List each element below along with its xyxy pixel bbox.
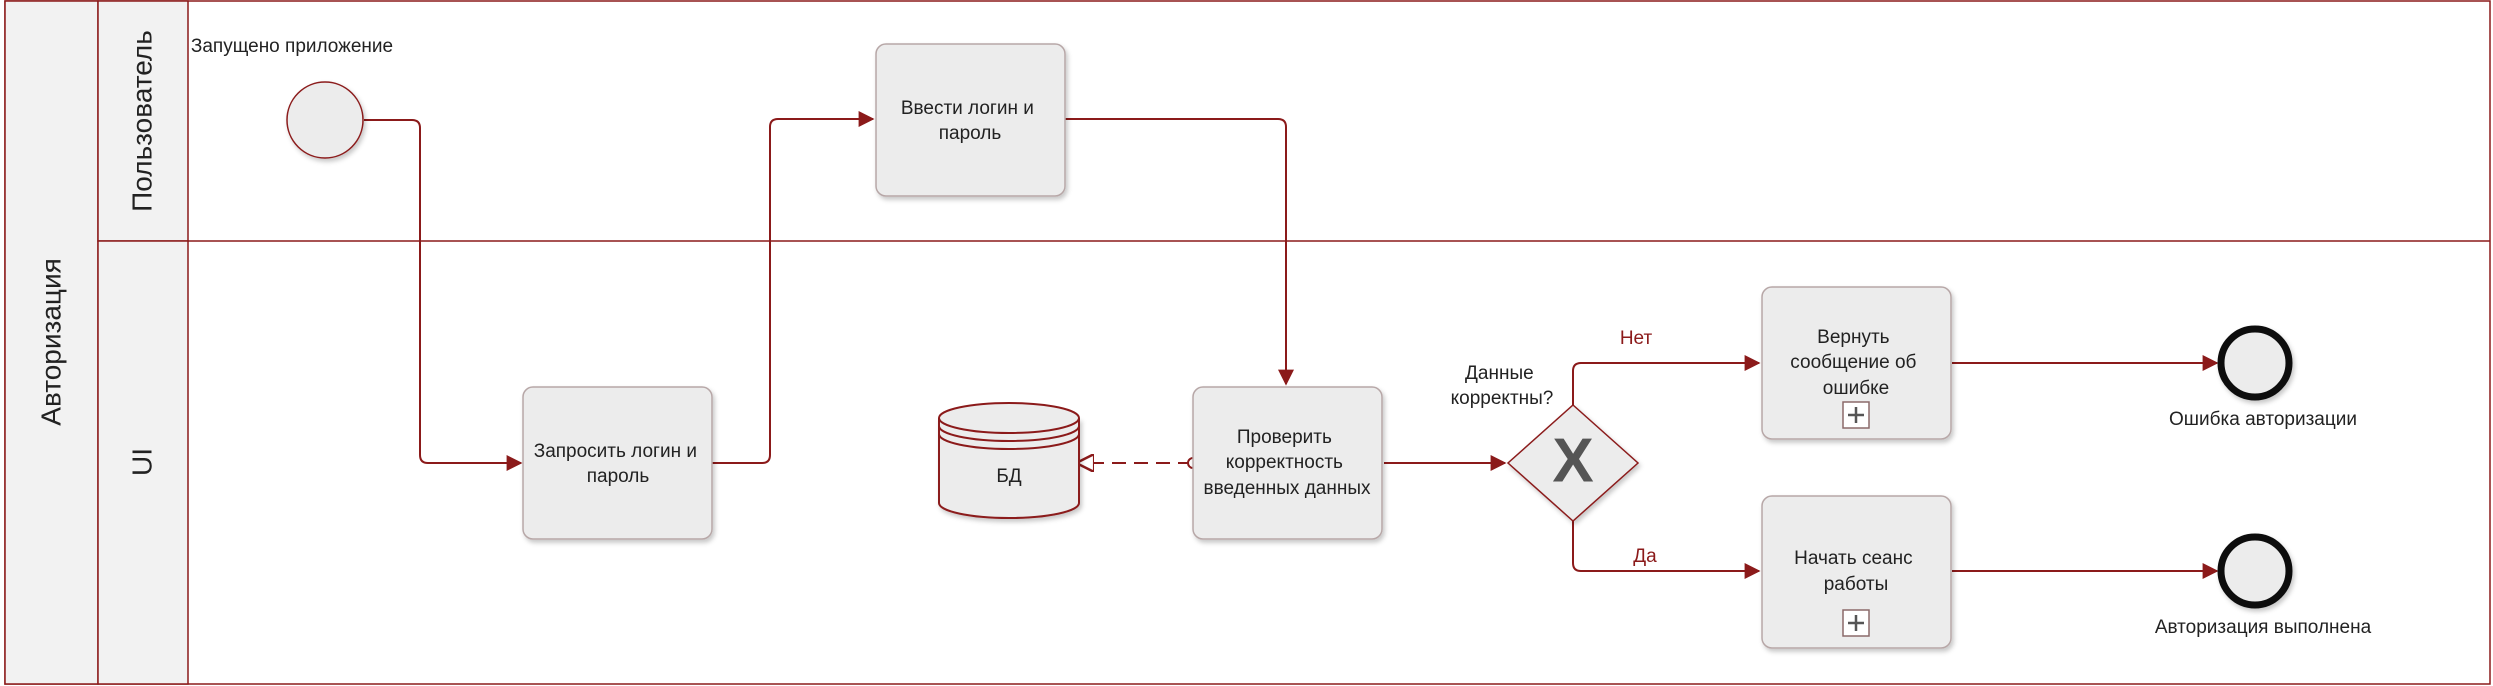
svg-text:Запросить логин и пароль: Запросить логин и пароль bbox=[534, 441, 703, 487]
flow-label-no: Нет bbox=[1620, 328, 1653, 349]
flow-gateway-yes bbox=[1572, 521, 1761, 579]
flow-request-to-enter bbox=[712, 111, 875, 464]
pool-header bbox=[4, 0, 99, 685]
task-return-error[interactable]: Вернуть сообщение об ошибке bbox=[1761, 286, 1952, 440]
task-request-login[interactable]: Запросить логин и пароль bbox=[522, 386, 713, 540]
task-check-data-line: введенных данных bbox=[1204, 478, 1371, 499]
task-return-error-line: сообщение об bbox=[1790, 352, 1916, 373]
gateway-label-line: корректны? bbox=[1451, 388, 1554, 409]
task-request-login-line: пароль bbox=[587, 466, 650, 487]
task-return-error-line: ошибке bbox=[1823, 378, 1889, 399]
lane-header-ui bbox=[97, 240, 189, 685]
lane-header-user bbox=[97, 0, 189, 242]
task-enter-login-line: Ввести логин и bbox=[901, 98, 1034, 119]
expand-subprocess-icon[interactable] bbox=[1842, 401, 1870, 429]
flow-gateway-no bbox=[1572, 355, 1761, 405]
lane-label-ui: UI bbox=[126, 448, 157, 476]
end-event-success[interactable] bbox=[2217, 533, 2293, 609]
task-request-login-line: Запросить логин и bbox=[534, 441, 697, 462]
svg-text:Ввести логин и пароль: Ввести логин и пароль bbox=[901, 98, 1039, 144]
gateway-x-marker: X bbox=[1552, 426, 1593, 495]
task-start-session-line: работы bbox=[1824, 574, 1889, 595]
svg-text:Проверить корректность: Проверить корректность введенных данных bbox=[1204, 427, 1371, 499]
start-event[interactable] bbox=[286, 81, 364, 159]
flow-start-to-request bbox=[364, 119, 523, 471]
pool: Авторизация Пользователь UI bbox=[4, 0, 2491, 685]
start-event-label: Запущено приложение bbox=[191, 36, 393, 57]
end-event-success-label: Авторизация выполнена bbox=[2155, 617, 2372, 638]
sequence-flows bbox=[364, 111, 2219, 579]
task-start-session[interactable]: Начать сеанс работы bbox=[1761, 495, 1952, 649]
expand-subprocess-icon[interactable] bbox=[1842, 609, 1870, 637]
pool-label: Авторизация bbox=[35, 258, 66, 425]
task-check-data-line: Проверить bbox=[1237, 427, 1332, 448]
gateway-label-line: Данные bbox=[1465, 363, 1534, 384]
svg-text:Данные корректны?: Данные корректны? bbox=[1451, 363, 1554, 409]
flow-label-yes: Да bbox=[1633, 546, 1657, 567]
flow-enter-to-check bbox=[1065, 118, 1294, 386]
task-enter-login[interactable]: Ввести логин и пароль bbox=[875, 43, 1066, 197]
task-enter-login-line: пароль bbox=[939, 123, 1002, 144]
lane-label-user: Пользователь bbox=[126, 30, 157, 212]
svg-text:Начать сеанс работы: Начать сеанс работы bbox=[1794, 548, 1918, 595]
task-return-error-line: Вернуть bbox=[1817, 327, 1890, 348]
end-event-error-label: Ошибка авторизации bbox=[2169, 409, 2357, 430]
datastore-label: БД bbox=[996, 466, 1021, 487]
exclusive-gateway[interactable]: X bbox=[1506, 403, 1640, 523]
datastore-db[interactable]: БД bbox=[938, 402, 1080, 519]
end-event-error[interactable] bbox=[2217, 325, 2293, 401]
svg-text:Вернуть сообщение об: Вернуть сообщение об ошибке bbox=[1790, 327, 1921, 399]
task-start-session-line: Начать сеанс bbox=[1794, 548, 1912, 569]
task-check-data-line: корректность bbox=[1226, 452, 1343, 473]
task-check-data[interactable]: Проверить корректность введенных данных bbox=[1192, 386, 1383, 540]
